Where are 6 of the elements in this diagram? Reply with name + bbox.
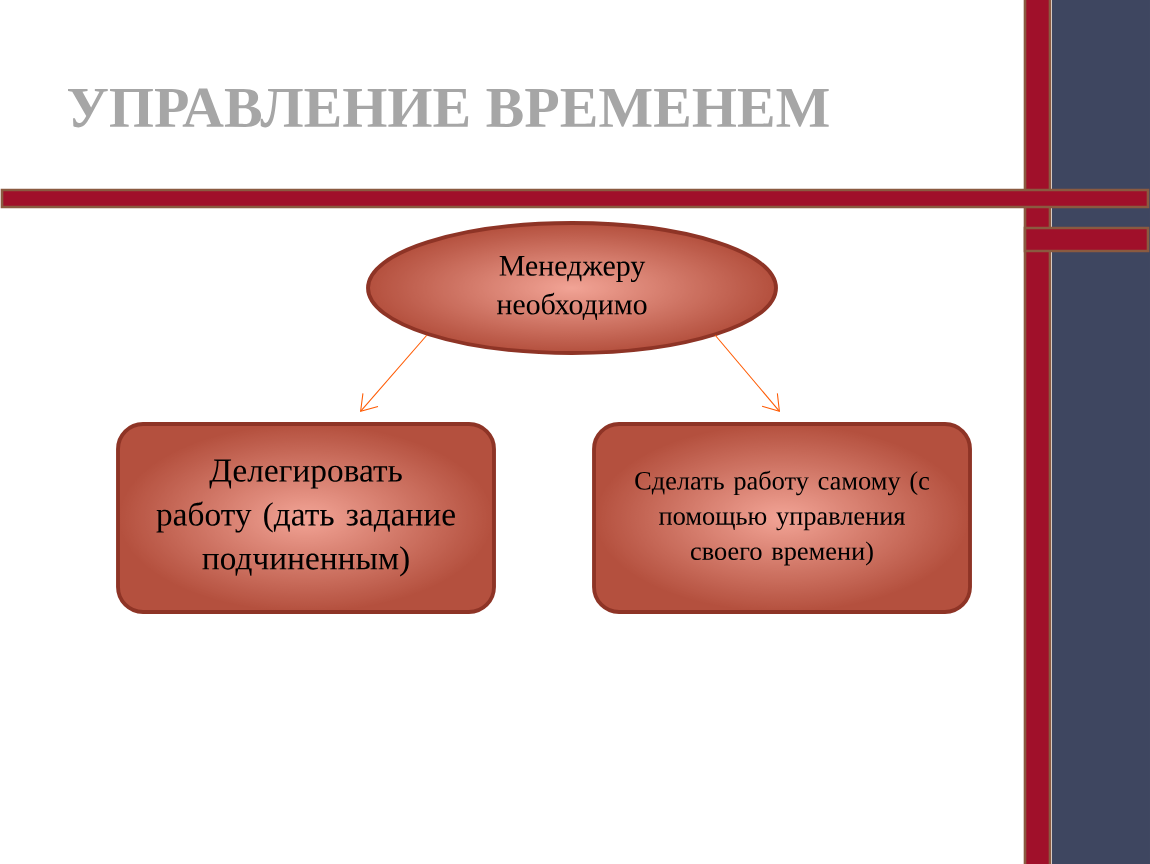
ellipse-node: Менеджеру необходимо: [366, 221, 778, 355]
arrow: [360, 334, 428, 412]
title: УПРАВЛЕНИЕ ВРЕМЕНЕМ: [68, 88, 829, 128]
process-box: Сделать работу самому (с помощью управления своего времени): [592, 422, 972, 614]
arrow: [714, 334, 780, 412]
process-box: Делегировать работу (дать задание подчиненным): [116, 422, 496, 614]
